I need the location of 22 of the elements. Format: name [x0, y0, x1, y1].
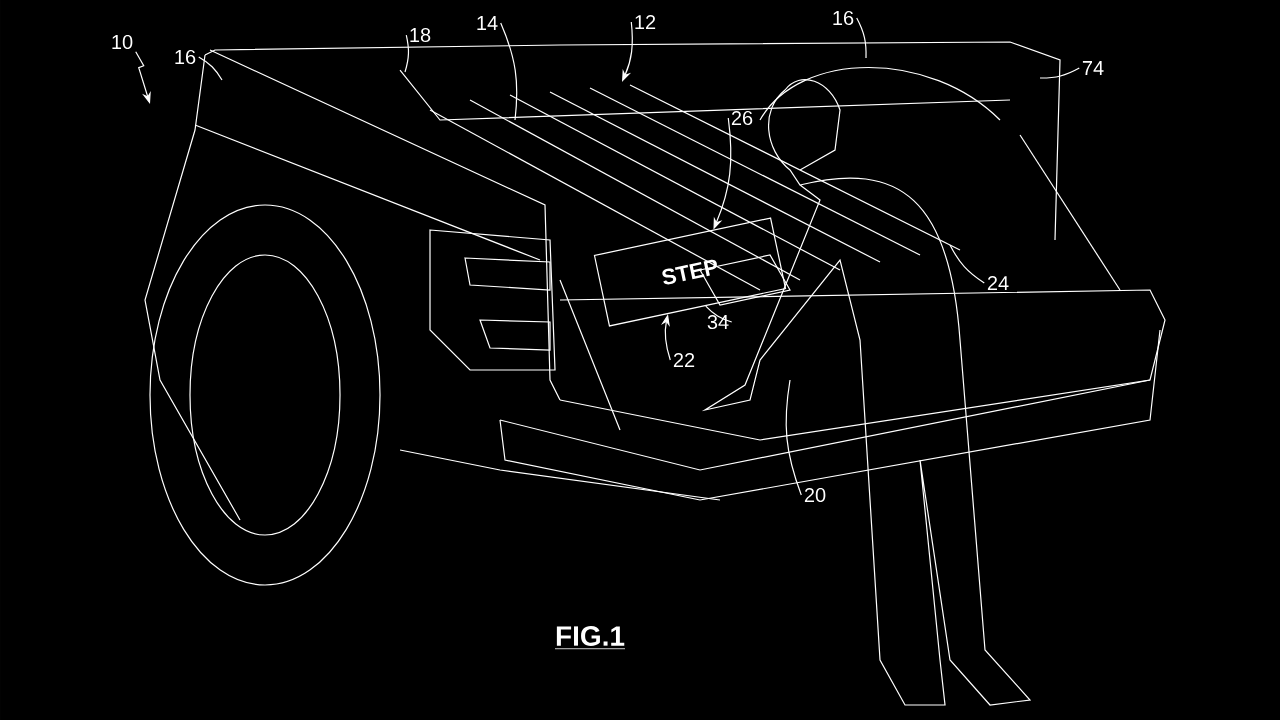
leader-line [500, 22, 518, 121]
leader-line [622, 21, 633, 82]
callout-number: 14 [477, 16, 498, 30]
leader-line [785, 379, 802, 496]
leader-line [856, 17, 867, 59]
leader-line [404, 34, 410, 73]
callout-number: 16 [833, 10, 854, 26]
callout-number: 10 [112, 34, 133, 50]
callout-number: 18 [410, 27, 431, 43]
leader-line [1039, 67, 1080, 79]
callout-number: 34 [707, 314, 729, 330]
callout-number: 26 [731, 110, 753, 126]
callout-number: 22 [673, 353, 695, 367]
leader-line [198, 56, 223, 81]
callout-number: 24 [987, 276, 1009, 290]
callout-number: 20 [804, 487, 826, 503]
leader-line [949, 244, 985, 284]
callout-number: 16 [175, 49, 196, 65]
callout-number: 12 [635, 15, 656, 29]
callout-number: 74 [1082, 61, 1104, 75]
figure-caption: FIG.1 [554, 626, 626, 650]
leader-line [705, 305, 733, 323]
